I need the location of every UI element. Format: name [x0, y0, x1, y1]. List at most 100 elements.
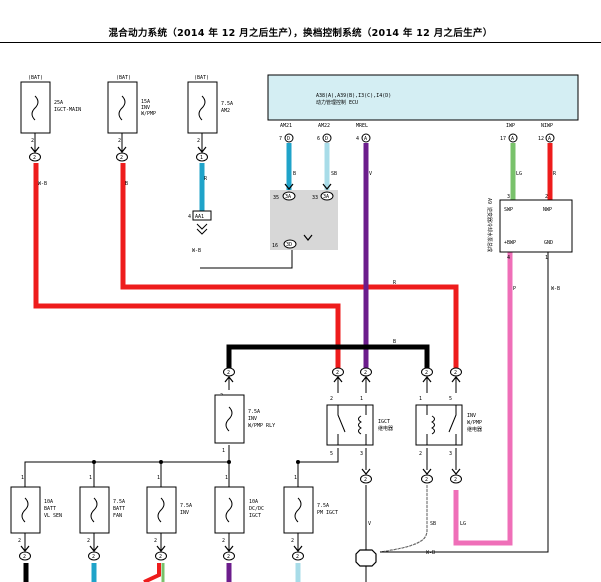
pump-pin-swp: SWP: [504, 207, 513, 213]
pin-num: 7: [279, 136, 282, 142]
pump-pin-gnd: GND: [544, 240, 553, 246]
relay-pin: 3: [360, 451, 363, 457]
fuse-pin: 1: [89, 475, 92, 481]
junction-connector-block: 35 3A 33 3A 16 3D: [270, 183, 338, 250]
relay-name: IGCT: [378, 419, 390, 425]
fuse-pin: 2: [197, 138, 200, 144]
junction-dots: [92, 460, 300, 464]
connector-num: 2: [336, 370, 339, 376]
fuse-inv-wpmp: (BAT) 15A INV W/PMP 2 2: [107, 75, 156, 162]
wire-label-lg: LG: [460, 521, 466, 527]
fuse-dc-dc-igct: 1 10A DC/DC IGCT 2 2: [214, 475, 264, 561]
fuse-name-2: W/PMP RLY: [248, 423, 275, 429]
fuse-pin: 2: [31, 138, 34, 144]
wire-color: LG: [516, 171, 522, 177]
black-bus-b: [226, 344, 430, 370]
pump-pin-num: 1: [545, 255, 548, 261]
fuse-name-2: W/PMP: [141, 111, 156, 117]
red-wire-inv: [143, 563, 161, 582]
ecu-pin-am22: AM22 6 D SB: [317, 123, 337, 177]
pump-wire-color: W-B: [551, 286, 560, 292]
relay-pin: 2: [330, 396, 333, 402]
wire-label-wb: W-B: [38, 181, 47, 187]
junction-conn: 3A: [285, 194, 291, 200]
connector-num: 2: [454, 370, 457, 376]
fuse-pin: 1: [21, 475, 24, 481]
pump-pin-bwp: +BWP: [504, 240, 516, 246]
fuse-inv-wpmp-rly: 2 7.5A INV W/PMP RLY 1: [214, 393, 275, 454]
relay-name: INV: [467, 413, 476, 419]
pin-name: AM22: [318, 123, 330, 129]
relay-pin: 5: [330, 451, 333, 457]
relay-output-connectors: 2 2 2: [360, 468, 462, 484]
connector-num: 2: [120, 155, 123, 161]
fuse-batt-fan: 1 7.5A BATT FAN 2 2: [79, 475, 125, 561]
fuse-pin: 1: [225, 475, 228, 481]
wire-label-b: B: [393, 339, 396, 345]
fuse-name: INV: [141, 105, 150, 111]
fuse-name-2: IGCT: [249, 513, 261, 519]
fuse-rating: 7.5A: [113, 499, 125, 505]
fuse-pin: 2: [222, 538, 225, 544]
fuse-pin: 1: [294, 475, 297, 481]
connector-num: 2: [23, 554, 26, 560]
ecu-pin-mrel: MREL 4 A V: [356, 123, 372, 177]
pin-num: 4: [356, 136, 359, 142]
junction-conn: 3D: [286, 242, 292, 248]
connector-num: 2: [296, 554, 299, 560]
connector-num: 2: [364, 370, 367, 376]
pin-name: IWP: [506, 123, 515, 129]
wire-label-r: R: [393, 280, 397, 286]
red-wire-inv-wpmp: [120, 163, 459, 370]
page-header: 混合动力系统（2014 年 12 月之后生产），换档控制系统（2014 年 12…: [0, 24, 601, 43]
relay-name-2: W/PMP: [467, 420, 482, 426]
fuse-rating: 7.5A: [180, 503, 192, 509]
pin-name: AM21: [280, 123, 292, 129]
relay-sub: 继电器: [467, 426, 482, 433]
connector-num: 2: [227, 370, 230, 376]
connector-num: 2: [425, 477, 428, 483]
connector-num: 2: [33, 155, 36, 161]
fuse-pin: 1: [222, 448, 225, 454]
pin-num: 6: [317, 136, 320, 142]
fuse-name-2: VL SEN: [44, 513, 62, 519]
aa1-pin: 4: [188, 214, 191, 220]
ecu-name: 动力管理控制 ECU: [316, 99, 358, 106]
fuse-rating: 25A: [54, 100, 63, 106]
junction-pin: 35: [273, 195, 279, 201]
relay-pin: 3: [449, 451, 452, 457]
connector-num: 2: [425, 370, 428, 376]
ground-junction: [355, 549, 377, 567]
connector-num: 2: [364, 477, 367, 483]
pin-conn: D: [325, 136, 328, 142]
relay-sub: 继电器: [378, 425, 393, 432]
wire-color: B: [293, 171, 296, 177]
fuse-pin: 2: [154, 538, 157, 544]
page-title: 混合动力系统（2014 年 12 月之后生产），换档控制系统（2014 年 12…: [108, 28, 493, 39]
fuse-pin: 1: [157, 475, 160, 481]
fuse-rating: 7.5A: [317, 503, 329, 509]
fuse-pin: 2: [87, 538, 90, 544]
relay-pin: 2: [419, 451, 422, 457]
fuse-source: (BAT): [116, 75, 131, 81]
fuse-rating: 15A: [141, 99, 150, 105]
fuse-source: (BAT): [194, 75, 209, 81]
red-wire-igct-main: [33, 163, 341, 370]
ecu-pin-iwp: IWP 17 A LG: [500, 123, 522, 177]
fuse-igct-main: (BAT) 25A IGCT-MAIN 2 2: [20, 75, 81, 162]
pin-conn: D: [287, 136, 290, 142]
bus-connector-row: 2 2 2 2 2: [223, 367, 462, 383]
wire-color: R: [553, 171, 557, 177]
wire-label-v: V: [368, 521, 371, 527]
pin-conn: A: [511, 136, 514, 142]
wire-label-r: R: [204, 176, 208, 182]
fuse-name: BATT: [113, 506, 125, 512]
ecu-block: A38(A),A39(B),I3(C),I4(D) 动力管理控制 ECU: [267, 74, 579, 121]
relay-pin: 5: [449, 396, 452, 402]
junction-pin: 33: [312, 195, 318, 201]
fuse-name: PM IGCT: [317, 510, 338, 516]
fuse-name: IGCT-MAIN: [54, 107, 81, 113]
wire-color: V: [369, 171, 372, 177]
wire-label-b: B: [125, 181, 128, 187]
